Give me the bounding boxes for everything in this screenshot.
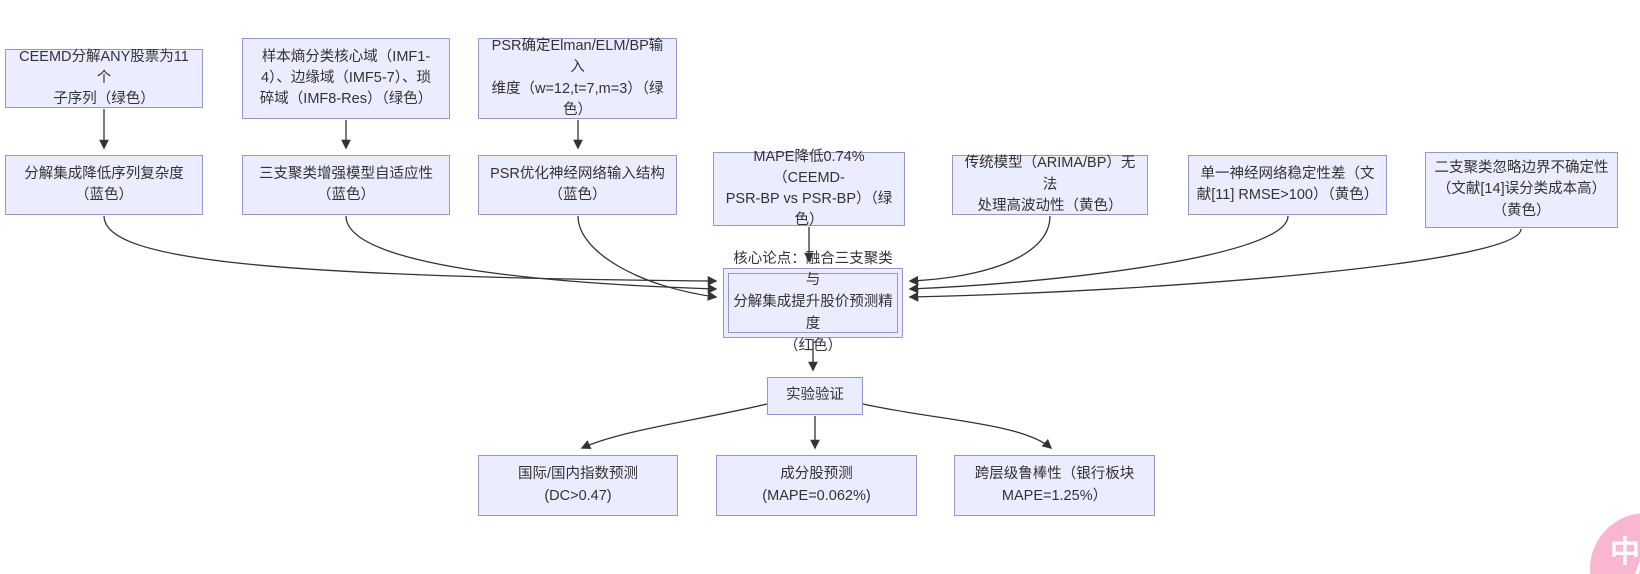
node-label: CEEMD分解ANY股票为11个 子序列（绿色） — [19, 48, 189, 108]
node-label: MAPE降低0.74%（CEEMD- PSR-BP vs PSR-BP）（绿 色… — [725, 148, 893, 229]
node-label: PSR确定Elman/ELM/BP输入 维度（w=12,t=7,m=3）（绿 色… — [491, 38, 664, 118]
node-label: 成分股预测 (MAPE=0.062%) — [762, 466, 871, 504]
node-cross-level-robustness: 跨层级鲁棒性（银行板块 MAPE=1.25%） — [954, 455, 1155, 516]
node-single-nn-instability: 单一神经网络稳定性差（文 献[11] RMSE>100）（黄色） — [1188, 155, 1387, 215]
node-experimental-validation: 实验验证 — [767, 377, 863, 415]
node-psr-optimizes-input-structure: PSR优化神经网络输入结构 （蓝色） — [478, 155, 677, 215]
node-label: 实验验证 — [786, 387, 844, 404]
node-label: 国际/国内指数预测 (DC>0.47) — [517, 466, 639, 504]
node-label: PSR优化神经网络输入结构 （蓝色） — [490, 165, 665, 203]
node-two-way-clustering-limitation: 二支聚类忽略边界不确定性 （文献[14]误分类成本高） （黄色） — [1425, 152, 1618, 228]
translate-button[interactable]: 中 A — [1590, 513, 1640, 574]
node-label: 分解集成降低序列复杂度 （蓝色） — [24, 165, 184, 203]
edge-traditional-to-core — [908, 215, 1051, 286]
edge-structure-to-core — [577, 215, 718, 301]
edge-experiment-to-index — [580, 403, 768, 450]
node-index-prediction: 国际/国内指数预测 (DC>0.47) — [478, 455, 678, 516]
node-core-thesis: 核心论点：融合三支聚类与 分解集成提升股价预测精度 （红色） — [723, 251, 903, 354]
node-ceemd-decomposition: CEEMD分解ANY股票为11个 子序列（绿色） — [5, 49, 203, 108]
node-label: 样本熵分类核心域（IMF1- 4）、边缘域（IMF5-7）、琐 碎域（IMF8-… — [259, 48, 433, 107]
node-traditional-model-limitation: 传统模型（ARIMA/BP）无法 处理高波动性（黄色） — [952, 155, 1148, 215]
node-label: 传统模型（ARIMA/BP）无法 处理高波动性（黄色） — [964, 155, 1136, 214]
node-constituent-stock-prediction: 成分股预测 (MAPE=0.062%) — [716, 455, 917, 516]
node-label: 核心论点：融合三支聚类与 分解集成提升股价预测精度 （红色） — [733, 250, 893, 354]
edge-complexity-to-core — [103, 215, 718, 286]
edge-twoway-to-core — [908, 228, 1522, 302]
edge-singlenn-to-core — [908, 215, 1289, 294]
node-label: 二支聚类忽略边界不确定性 （文献[14]误分类成本高） （黄色） — [1434, 160, 1609, 219]
translate-zh-glyph: 中 — [1610, 536, 1640, 569]
node-core-thesis-inner: 核心论点：融合三支聚类与 分解集成提升股价预测精度 （红色） — [728, 251, 898, 354]
node-mape-reduction: MAPE降低0.74%（CEEMD- PSR-BP vs PSR-BP）（绿 色… — [713, 149, 905, 228]
translate-en-glyph: A — [1634, 551, 1640, 574]
node-three-way-clustering-adaptivity: 三支聚类增强模型自适应性 （蓝色） — [242, 155, 450, 215]
edge-adaptivity-to-core — [345, 215, 718, 294]
node-label: 三支聚类增强模型自适应性 （蓝色） — [259, 165, 433, 203]
node-psr-input-dimension: PSR确定Elman/ELM/BP输入 维度（w=12,t=7,m=3）（绿 色… — [478, 38, 677, 119]
node-decomposition-reduces-complexity: 分解集成降低序列复杂度 （蓝色） — [5, 155, 203, 215]
node-sample-entropy-classification: 样本熵分类核心域（IMF1- 4）、边缘域（IMF5-7）、琐 碎域（IMF8-… — [242, 38, 450, 119]
edge-experiment-to-robustness — [862, 403, 1053, 449]
node-label: 跨层级鲁棒性（银行板块 MAPE=1.25%） — [974, 466, 1135, 504]
node-label: 单一神经网络稳定性差（文 献[11] RMSE>100）（黄色） — [1196, 165, 1379, 203]
